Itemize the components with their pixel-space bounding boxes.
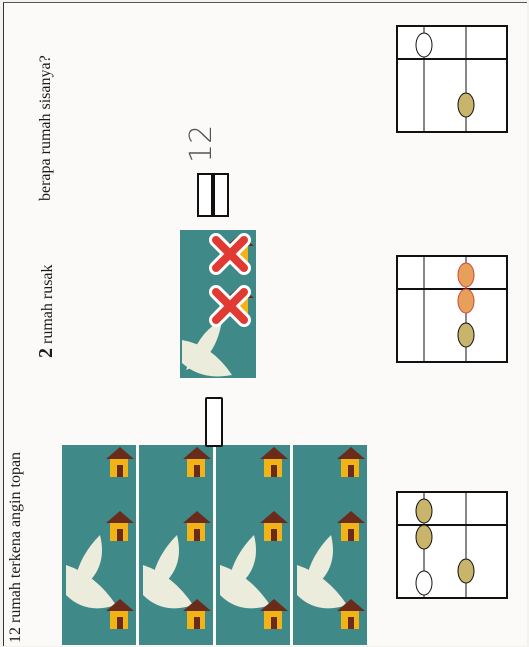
label-houses-damaged: 2 rumah rusak — [35, 264, 58, 358]
damaged-houses-card — [180, 230, 256, 378]
house-icon — [337, 447, 365, 477]
cyclone-icon — [182, 320, 232, 377]
houses-card — [62, 445, 136, 645]
cyclone-icon — [297, 535, 347, 609]
abacus-icon — [396, 25, 508, 133]
house-icon — [260, 511, 288, 541]
house-icon — [260, 447, 288, 477]
houses-card — [216, 445, 290, 645]
cyclone-icon — [66, 535, 116, 609]
house-icon — [106, 447, 134, 477]
cross-mark-icon — [209, 285, 251, 327]
house-icon — [337, 599, 365, 629]
house-icon — [337, 511, 365, 541]
house-icon — [183, 599, 211, 629]
houses-card — [139, 445, 213, 645]
cyclone-icon — [143, 535, 193, 609]
damaged-text: rumah rusak — [39, 264, 56, 344]
equals-sign-icon — [197, 173, 229, 217]
damaged-count: 2 — [35, 348, 57, 358]
cyclone-icon — [220, 535, 270, 609]
abacus-icon — [396, 255, 508, 363]
question-text: berapa rumah sisanya? — [37, 55, 54, 201]
house-icon — [260, 599, 288, 629]
worksheet: 12 rumah terkena angin topan 2 rumah rus… — [3, 2, 527, 646]
houses-card — [293, 445, 367, 645]
house-icon — [183, 511, 211, 541]
abacus-icon — [396, 491, 508, 599]
label-houses-hit: 12 rumah terkena angin topan — [7, 451, 24, 643]
house-icon — [106, 511, 134, 541]
house-icon — [106, 599, 134, 629]
handwritten-answer: 12 — [184, 124, 219, 163]
cross-mark-icon — [209, 233, 251, 275]
house-icon — [183, 447, 211, 477]
minus-sign-icon — [205, 397, 223, 447]
